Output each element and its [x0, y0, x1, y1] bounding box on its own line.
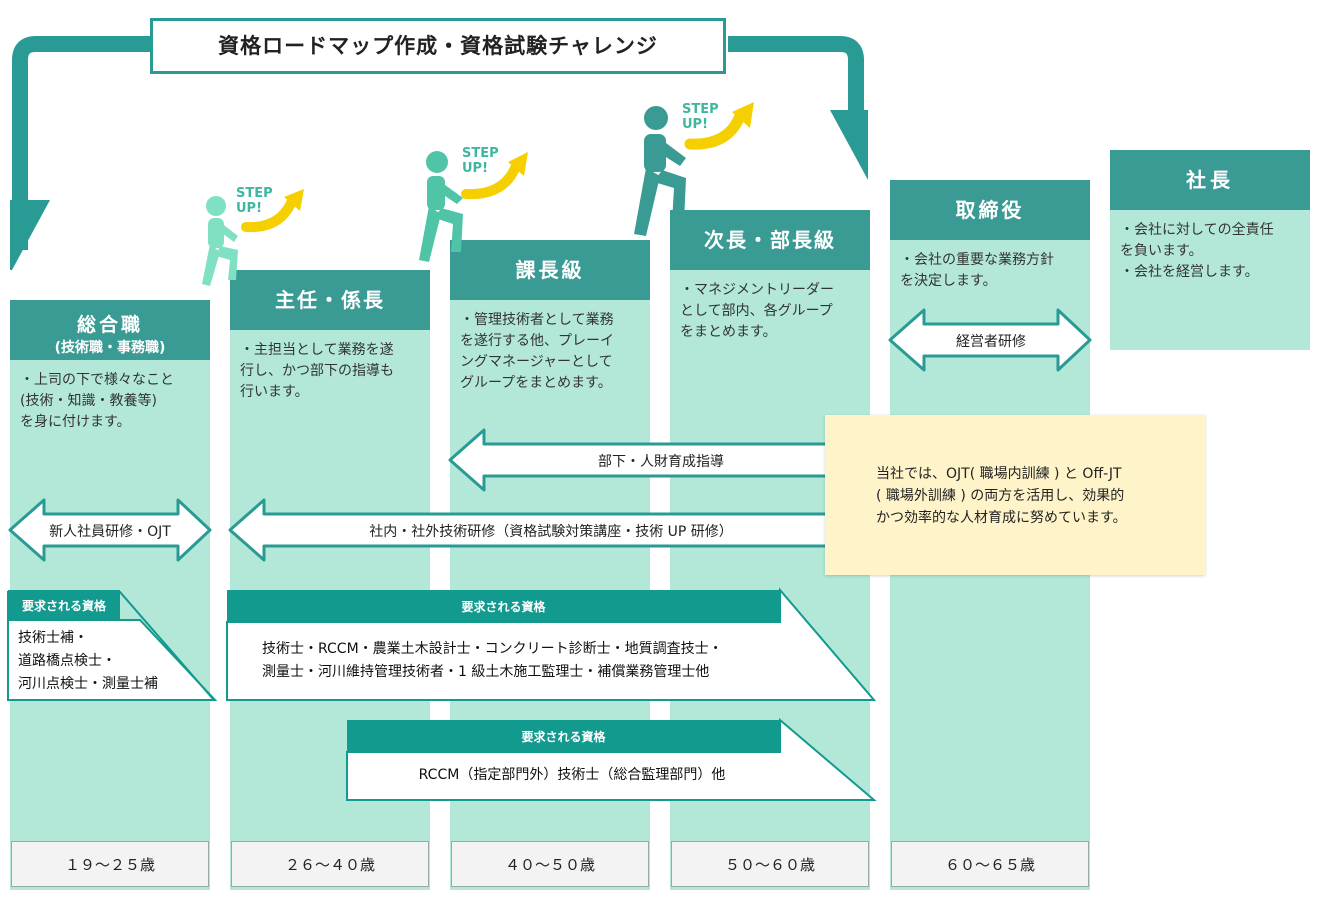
header-shacho: 社長 — [1110, 150, 1310, 210]
qualification-text-1: 技術士補・ 道路橋点検士・ 河川点検士・測量士補 — [18, 630, 158, 692]
person-step-icon-3 — [634, 106, 686, 236]
qualification-text-2: 技術士・RCCM・農業土木設計士・コンクリート診断士・地質調査技士・ 測量士・河… — [262, 641, 723, 680]
desc-shunin: ・主担当として業務を遂 行し、かつ部下の指導も 行います。 — [240, 342, 394, 400]
desc-kacho: ・管理技術者として業務 を遂行する他、プレーイ ングマネージャーとして グループ… — [460, 312, 614, 391]
qualification-label-1: 要求される資格 — [21, 599, 106, 613]
step-up-arrow-icon-2 — [461, 152, 528, 200]
age-shunin: ２６〜４０歳 — [231, 841, 429, 887]
arrow-label-technical: 社内・社外技術研修（資格試験対策講座・技術 UP 研修） — [369, 524, 733, 540]
arrow-label-new-employee: 新人社員研修・OJT — [49, 524, 171, 540]
qualification-text-3: RCCM（指定部門外）技術士（総合監理部門）他 — [418, 767, 726, 783]
desc-torishimariyaku: ・会社の重要な業務方針 を決定します。 — [900, 252, 1054, 289]
step-up-arrow-icon-1 — [241, 189, 304, 233]
header-sogoshoku: 総合職 (技術職・事務職) — [10, 300, 210, 360]
title-frame-arrow — [10, 36, 868, 270]
step-up-arrow-icon-3 — [684, 102, 754, 150]
person-step-icon-1 — [202, 196, 238, 286]
person-step-icon-2 — [419, 151, 463, 262]
age-bucho: ５０〜６０歳 — [671, 841, 869, 887]
desc-sogoshoku: ・上司の下で様々なこと (技術・知識・教養等) を身に付けます。 — [20, 372, 174, 430]
age-sogoshoku: １９〜２５歳 — [11, 841, 209, 887]
note-text: 当社では、OJT( 職場内訓練 ) と Off-JT ( 職場外訓練 ) の両方… — [876, 466, 1127, 526]
step-up-label-2: STEP UP! — [462, 146, 499, 176]
step-up-label-1: STEP UP! — [236, 186, 273, 216]
arrow-label-subordinate: 部下・人財育成指導 — [598, 454, 724, 470]
title-box — [150, 18, 726, 74]
header-title: 総合職 — [76, 314, 143, 336]
step-up-label-3: STEP UP! — [682, 102, 719, 132]
desc-shacho: ・会社に対しての全責任 を負います。 ・会社を経営します。 — [1120, 222, 1274, 280]
header-torishimariyaku: 取締役 — [890, 180, 1090, 240]
arrow-label-executive: 経営者研修 — [956, 334, 1026, 350]
note-box — [825, 415, 1205, 575]
qualification-label-2: 要求される資格 — [461, 600, 546, 614]
header-shunin: 主任・係長 — [230, 270, 430, 330]
page-title: 資格ロードマップ作成・資格試験チャレンジ — [218, 34, 658, 58]
desc-bucho: ・マネジメントリーダー として部内、各グループ をまとめます。 — [680, 282, 834, 340]
header-subtitle: (技術職・事務職) — [54, 340, 166, 356]
age-torishimariyaku: ６０〜６５歳 — [891, 841, 1089, 887]
header-kacho: 課長級 — [450, 240, 650, 300]
qualification-label-3: 要求される資格 — [521, 730, 606, 744]
header-bucho: 次長・部長級 — [670, 210, 870, 270]
age-kacho: ４０〜５０歳 — [451, 841, 649, 887]
